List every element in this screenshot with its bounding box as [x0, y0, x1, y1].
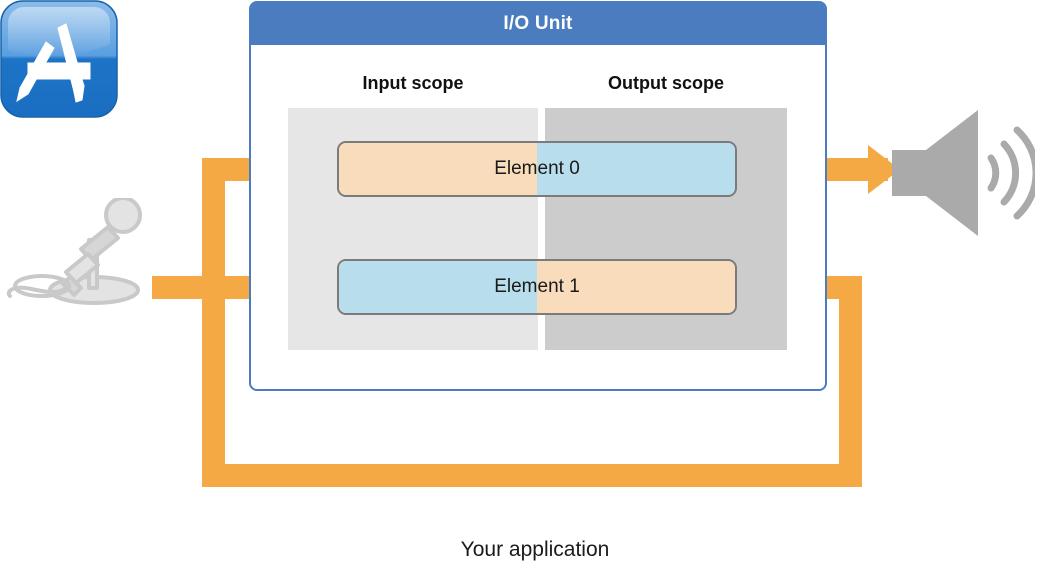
element-1-output-half [339, 261, 537, 313]
element-0-box[interactable]: Element 0 [337, 141, 737, 197]
element-1-input-half [537, 261, 735, 313]
output-scope-label: Output scope [608, 73, 724, 93]
sound-wave-2 [1000, 140, 1020, 206]
signal-path-right-down [839, 276, 862, 475]
app-icon-pencil-tip [16, 87, 29, 103]
app-store-icon[interactable] [0, 0, 118, 118]
element-0-label: Element 0 [494, 158, 580, 179]
io-unit-title: I/O Unit [503, 13, 573, 34]
app-icon-brush-tip [73, 85, 85, 103]
mic-cable-loop [13, 274, 71, 298]
input-scope-label: Input scope [362, 73, 464, 93]
microphone-icon [6, 198, 142, 305]
element-0-input-half [339, 143, 537, 195]
element-1-box[interactable]: Element 1 [337, 259, 737, 315]
signal-path-left-up [202, 158, 225, 487]
app-caption: Your application [460, 538, 610, 561]
speaker-cone [892, 110, 978, 236]
io-unit-title-bar: I/O Unit [251, 3, 825, 45]
signal-path-bottom [202, 464, 862, 487]
element-0-output-half [537, 143, 735, 195]
element-1-label: Element 1 [494, 276, 580, 297]
sound-wave-3 [1013, 126, 1035, 220]
mic-cable [6, 285, 68, 298]
arrowhead-to-speaker [868, 145, 900, 194]
mic-head [104, 198, 142, 234]
speaker-icon [892, 110, 1035, 236]
sound-wave-1 [987, 154, 1000, 192]
